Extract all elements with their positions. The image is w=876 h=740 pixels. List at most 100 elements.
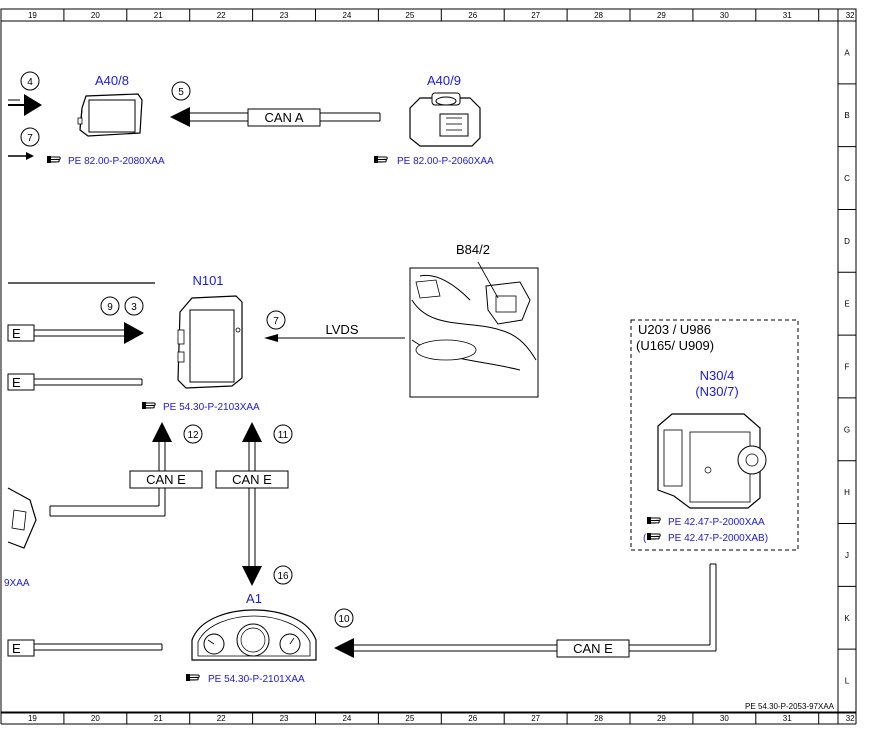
n101-ref: PE 54.30-P-2103XAA — [141, 401, 260, 413]
circle-16: 16 — [273, 565, 293, 585]
a40-8-display-unit — [77, 93, 143, 137]
grid-col-bottom-29: 29 — [657, 714, 666, 723]
circle-12: 12 — [183, 424, 203, 444]
grid-col-bottom-27: 27 — [531, 714, 540, 723]
grid-col-top-26: 26 — [468, 11, 477, 20]
grid-row-K: K — [844, 614, 850, 623]
lvds-label: LVDS — [326, 322, 359, 337]
grid-col-top-21: 21 — [154, 11, 163, 20]
can-e-right-label: CAN E — [232, 472, 272, 487]
grid-labels: 1919202021212222232324242525262627272828… — [28, 11, 855, 723]
grid-col-bottom-25: 25 — [405, 714, 414, 723]
circle-4-label: 4 — [27, 77, 33, 88]
circle-10: 10 — [334, 608, 354, 628]
n30-ref-b-text: PE 42.47-P-2000XAB) — [668, 533, 768, 544]
n30-ref-a: PE 42.47-P-2000XAA — [646, 516, 765, 528]
grid-col-top-23: 23 — [280, 11, 289, 20]
grid-col-top-29: 29 — [657, 11, 666, 20]
n101-control-unit — [177, 295, 243, 389]
grid-col-top-28: 28 — [594, 11, 603, 20]
grid-col-bottom-31: 31 — [783, 714, 792, 723]
a1-ref-text: PE 54.30-P-2101XAA — [208, 674, 305, 685]
grid-col-bottom-21: 21 — [154, 714, 163, 723]
grid-ticks — [0, 9, 856, 724]
circle-3-label: 3 — [131, 302, 137, 313]
grid-row-B: B — [844, 111, 849, 120]
grid-col-top-19: 19 — [28, 11, 37, 20]
grid-col-bottom-19: 19 — [28, 714, 37, 723]
b84-2-camera-photo — [409, 261, 539, 398]
grid-row-H: H — [844, 488, 850, 497]
circle-7b-label: 7 — [273, 316, 279, 327]
circle-5: 5 — [171, 81, 191, 101]
n30-ref-a-text: PE 42.47-P-2000XAA — [668, 517, 765, 528]
hand-pointer-icon — [141, 401, 156, 410]
grid-row-C: C — [844, 174, 850, 183]
arrow-4-in — [8, 94, 42, 116]
circle-11: 11 — [273, 424, 293, 444]
circle-4: 4 — [20, 71, 40, 91]
grid-col-bottom-20: 20 — [91, 714, 100, 723]
circle-16-label: 16 — [277, 571, 289, 582]
circle-11-label: 11 — [278, 430, 289, 441]
n30-4-abs-unit — [657, 413, 767, 509]
lvds-line: LVDS — [264, 322, 405, 342]
circle-10-label: 10 — [338, 614, 350, 625]
grid-col-top-32: 32 — [846, 11, 855, 20]
hand-pointer-icon — [46, 155, 61, 164]
grid-col-top-24: 24 — [342, 11, 351, 20]
a1-label: A1 — [246, 591, 262, 606]
e-line-3: E — [7, 639, 163, 657]
grid-row-E: E — [844, 300, 849, 309]
can-e-bottom-label: CAN E — [573, 641, 613, 656]
e3-label: E — [12, 641, 21, 656]
grid-col-top-31: 31 — [783, 11, 792, 20]
grid-col-bottom-28: 28 — [594, 714, 603, 723]
grid-col-top-25: 25 — [405, 11, 414, 20]
a1-instrument-cluster — [191, 609, 317, 661]
n101-label: N101 — [192, 273, 223, 288]
variant-dashed-box — [630, 319, 799, 551]
grid-col-bottom-30: 30 — [720, 714, 729, 723]
circle-7a: 7 — [20, 127, 40, 147]
a40-8-ref-text: PE 82.00-P-2080XAA — [68, 156, 165, 167]
e1-label: E — [12, 326, 21, 341]
grid-col-bottom-23: 23 — [280, 714, 289, 723]
grid-frame — [0, 8, 857, 725]
grid-col-top-20: 20 — [91, 11, 100, 20]
a40-9-camera-unit — [409, 92, 481, 147]
circle-9-label: 9 — [107, 302, 113, 313]
can-e-left-label: CAN E — [146, 472, 186, 487]
document-id: PE 54.30-P-2053-97XAA — [745, 702, 835, 711]
can-e-left-line: CAN E — [49, 470, 203, 517]
grid-col-bottom-22: 22 — [217, 714, 226, 723]
a40-8-ref: PE 82.00-P-2080XAA — [46, 155, 165, 167]
arrow-12-up — [152, 422, 172, 516]
arrow-11-16-bidirectional: CAN E — [215, 422, 289, 586]
circle-7b: 7 — [266, 310, 286, 330]
n30-ref-b: ( PE 42.47-P-2000XAB) — [643, 532, 768, 544]
e-line-2: E — [7, 373, 143, 391]
e-line-1: E — [7, 322, 144, 344]
grid-col-top-22: 22 — [217, 11, 226, 20]
variant-line1: U203 / U986 — [638, 322, 711, 337]
a40-9-label: A40/9 — [427, 73, 461, 88]
circle-3: 3 — [124, 296, 144, 316]
grid-col-top-30: 30 — [720, 11, 729, 20]
circle-12-label: 12 — [187, 430, 199, 441]
a40-8-label: A40/8 — [95, 73, 129, 88]
a40-9-ref-text: PE 82.00-P-2060XAA — [397, 156, 494, 167]
arrow-7-in — [8, 152, 34, 160]
can-a-label: CAN A — [264, 110, 303, 125]
can-a-line: CAN A — [170, 107, 381, 127]
grid-col-top-27: 27 — [531, 11, 540, 20]
hand-pointer-icon — [373, 155, 388, 164]
grid-row-D: D — [844, 237, 850, 246]
grid-col-bottom-32: 32 — [846, 714, 855, 723]
grid-row-L: L — [845, 677, 850, 686]
n101-ref-text: PE 54.30-P-2103XAA — [163, 402, 260, 413]
n30-4-label: N30/4 — [700, 368, 735, 383]
svg-text:(: ( — [643, 533, 647, 544]
variant-line2: (U165/ U909) — [636, 338, 714, 353]
circle-7a-label: 7 — [27, 133, 33, 144]
